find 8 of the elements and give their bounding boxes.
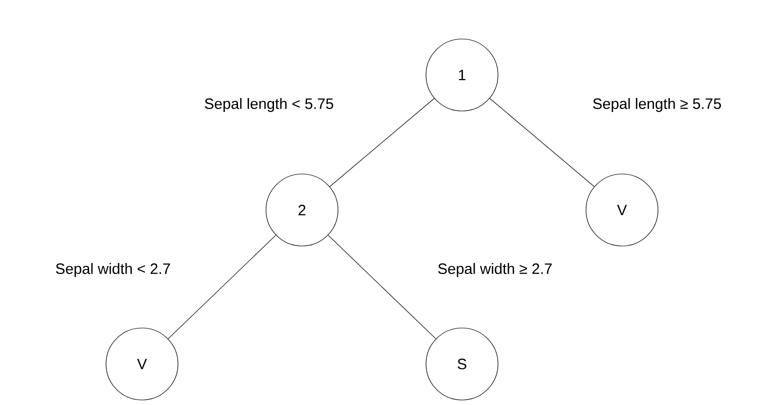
edge-label: Sepal length < 5.75 — [203, 97, 335, 113]
edge-label: Sepal width < 2.7 — [54, 262, 172, 278]
branch-line — [328, 234, 436, 340]
branch-line — [168, 234, 276, 340]
branch-line — [489, 98, 595, 187]
branch-line — [329, 98, 435, 187]
edge-label: Sepal length ≥ 5.75 — [591, 97, 723, 113]
edge-label: Sepal width ≥ 2.7 — [436, 262, 554, 278]
